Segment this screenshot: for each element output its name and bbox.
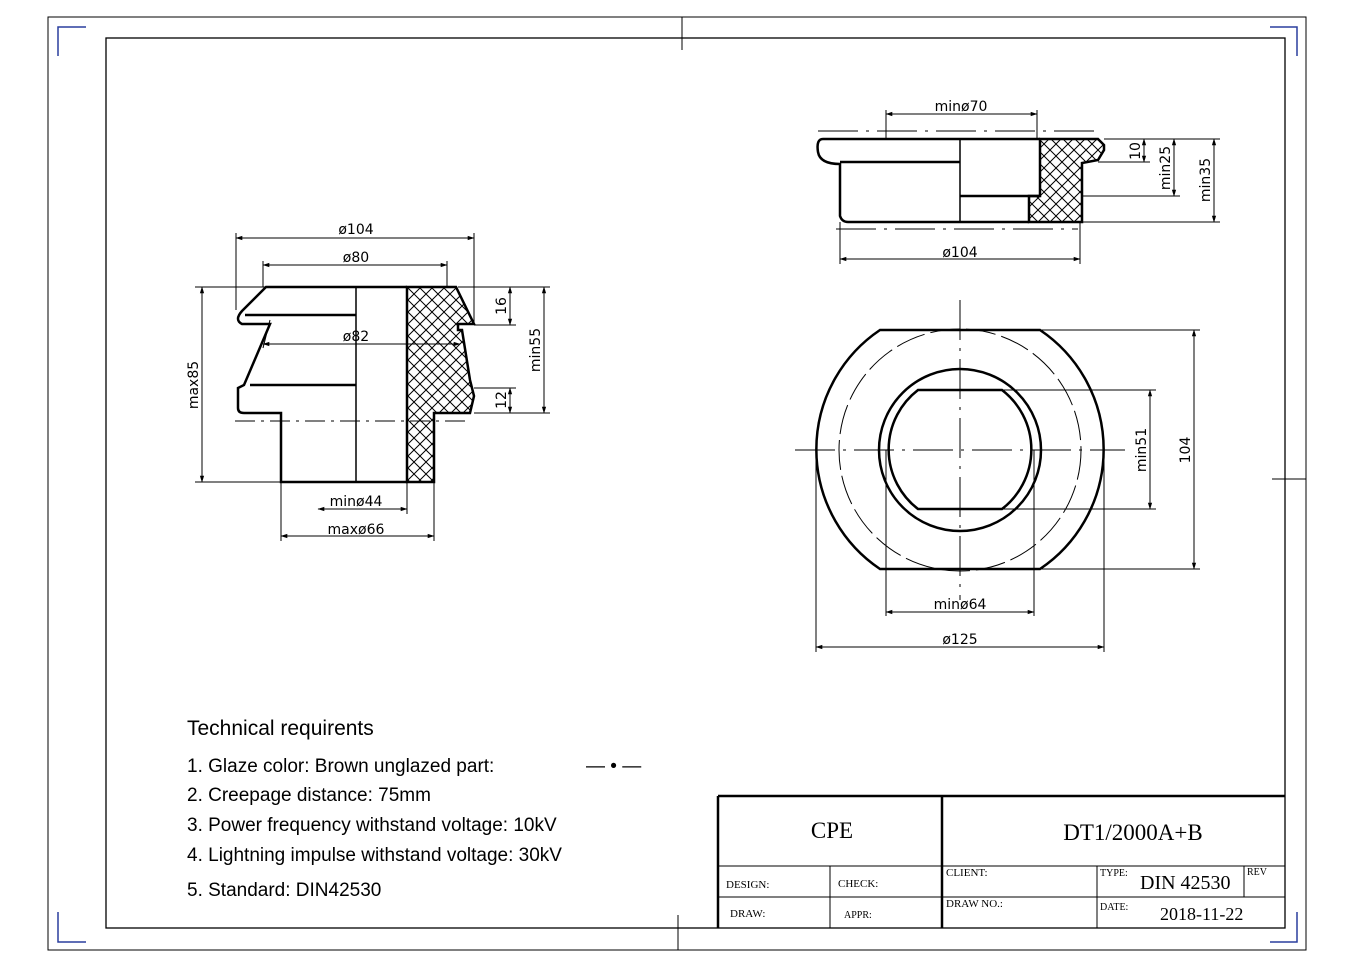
dim-d125: ø125 <box>942 632 977 648</box>
type-label: TYPE: <box>1100 868 1128 879</box>
requirement-1: 1. Glaze color: Brown unglazed part: <box>187 756 495 777</box>
dim-h16: 16 <box>494 297 510 315</box>
requirement-3: 3. Power frequency withstand voltage: 10… <box>187 815 557 836</box>
drawno-label: DRAW NO.: <box>946 898 1003 910</box>
sheet-frame <box>47 16 1307 951</box>
check-label: CHECK: <box>838 878 878 890</box>
design-label: DESIGN: <box>726 879 769 891</box>
requirement-2: 2. Creepage distance: 75mm <box>187 785 431 806</box>
top-right-hatch-area <box>1027 137 1106 224</box>
dim-min51: min51 <box>1134 428 1150 472</box>
top-right-view-dimensions: minø70 10 min25 min35 ø104 <box>935 99 1214 261</box>
dim-d80: ø80 <box>343 250 369 266</box>
rev-label: REV <box>1247 867 1268 878</box>
dim-max85: max85 <box>186 361 202 409</box>
bottom-right-plan-view <box>795 300 1200 652</box>
date-label: DATE: <box>1100 902 1128 913</box>
requirements-title: Technical requirents <box>187 717 374 740</box>
draw-label: DRAW: <box>730 908 765 920</box>
company-name: CPE <box>811 818 853 843</box>
bottom-right-view-dimensions: min51 104 minø64 ø125 <box>934 428 1194 648</box>
unglazed-line-symbol: — • — <box>586 756 642 777</box>
dim-min64: minø64 <box>934 597 987 613</box>
dim-h12: 12 <box>494 391 510 409</box>
dim-min55: min55 <box>528 328 544 372</box>
date-value: 2018-11-22 <box>1160 904 1243 924</box>
dim-d82: ø82 <box>343 329 369 345</box>
dim-d104-top-right: ø104 <box>942 245 977 261</box>
dim-d104-left: ø104 <box>338 222 373 238</box>
drawing-title: DT1/2000A+B <box>1063 820 1202 845</box>
requirement-4: 4. Lightning impulse withstand voltage: … <box>187 845 562 866</box>
title-block <box>716 794 1285 928</box>
requirement-5: 5. Standard: DIN42530 <box>187 880 382 901</box>
corner-marks <box>57 26 1298 943</box>
left-hatch-area <box>405 285 476 484</box>
client-label: CLIENT: <box>946 867 988 879</box>
left-view-dimensions: ø104 ø80 ø82 16 12 min55 max85 minø44 ma… <box>186 222 544 538</box>
dim-min44: minø44 <box>330 494 383 510</box>
dim-min35: min35 <box>1198 158 1214 202</box>
top-right-section-view <box>816 110 1220 264</box>
dim-max66: maxø66 <box>328 522 385 538</box>
dim-h104: 104 <box>1178 437 1194 464</box>
dim-min70: minø70 <box>935 99 988 115</box>
appr-label: APPR: <box>844 910 872 921</box>
type-value: DIN 42530 <box>1140 872 1231 894</box>
left-section-view <box>195 233 550 541</box>
title-block-text: CPE DT1/2000A+B DESIGN: CHECK: DRAW: APP… <box>726 818 1268 924</box>
dim-min25: min25 <box>1158 146 1174 190</box>
dim-h10: 10 <box>1128 142 1144 160</box>
